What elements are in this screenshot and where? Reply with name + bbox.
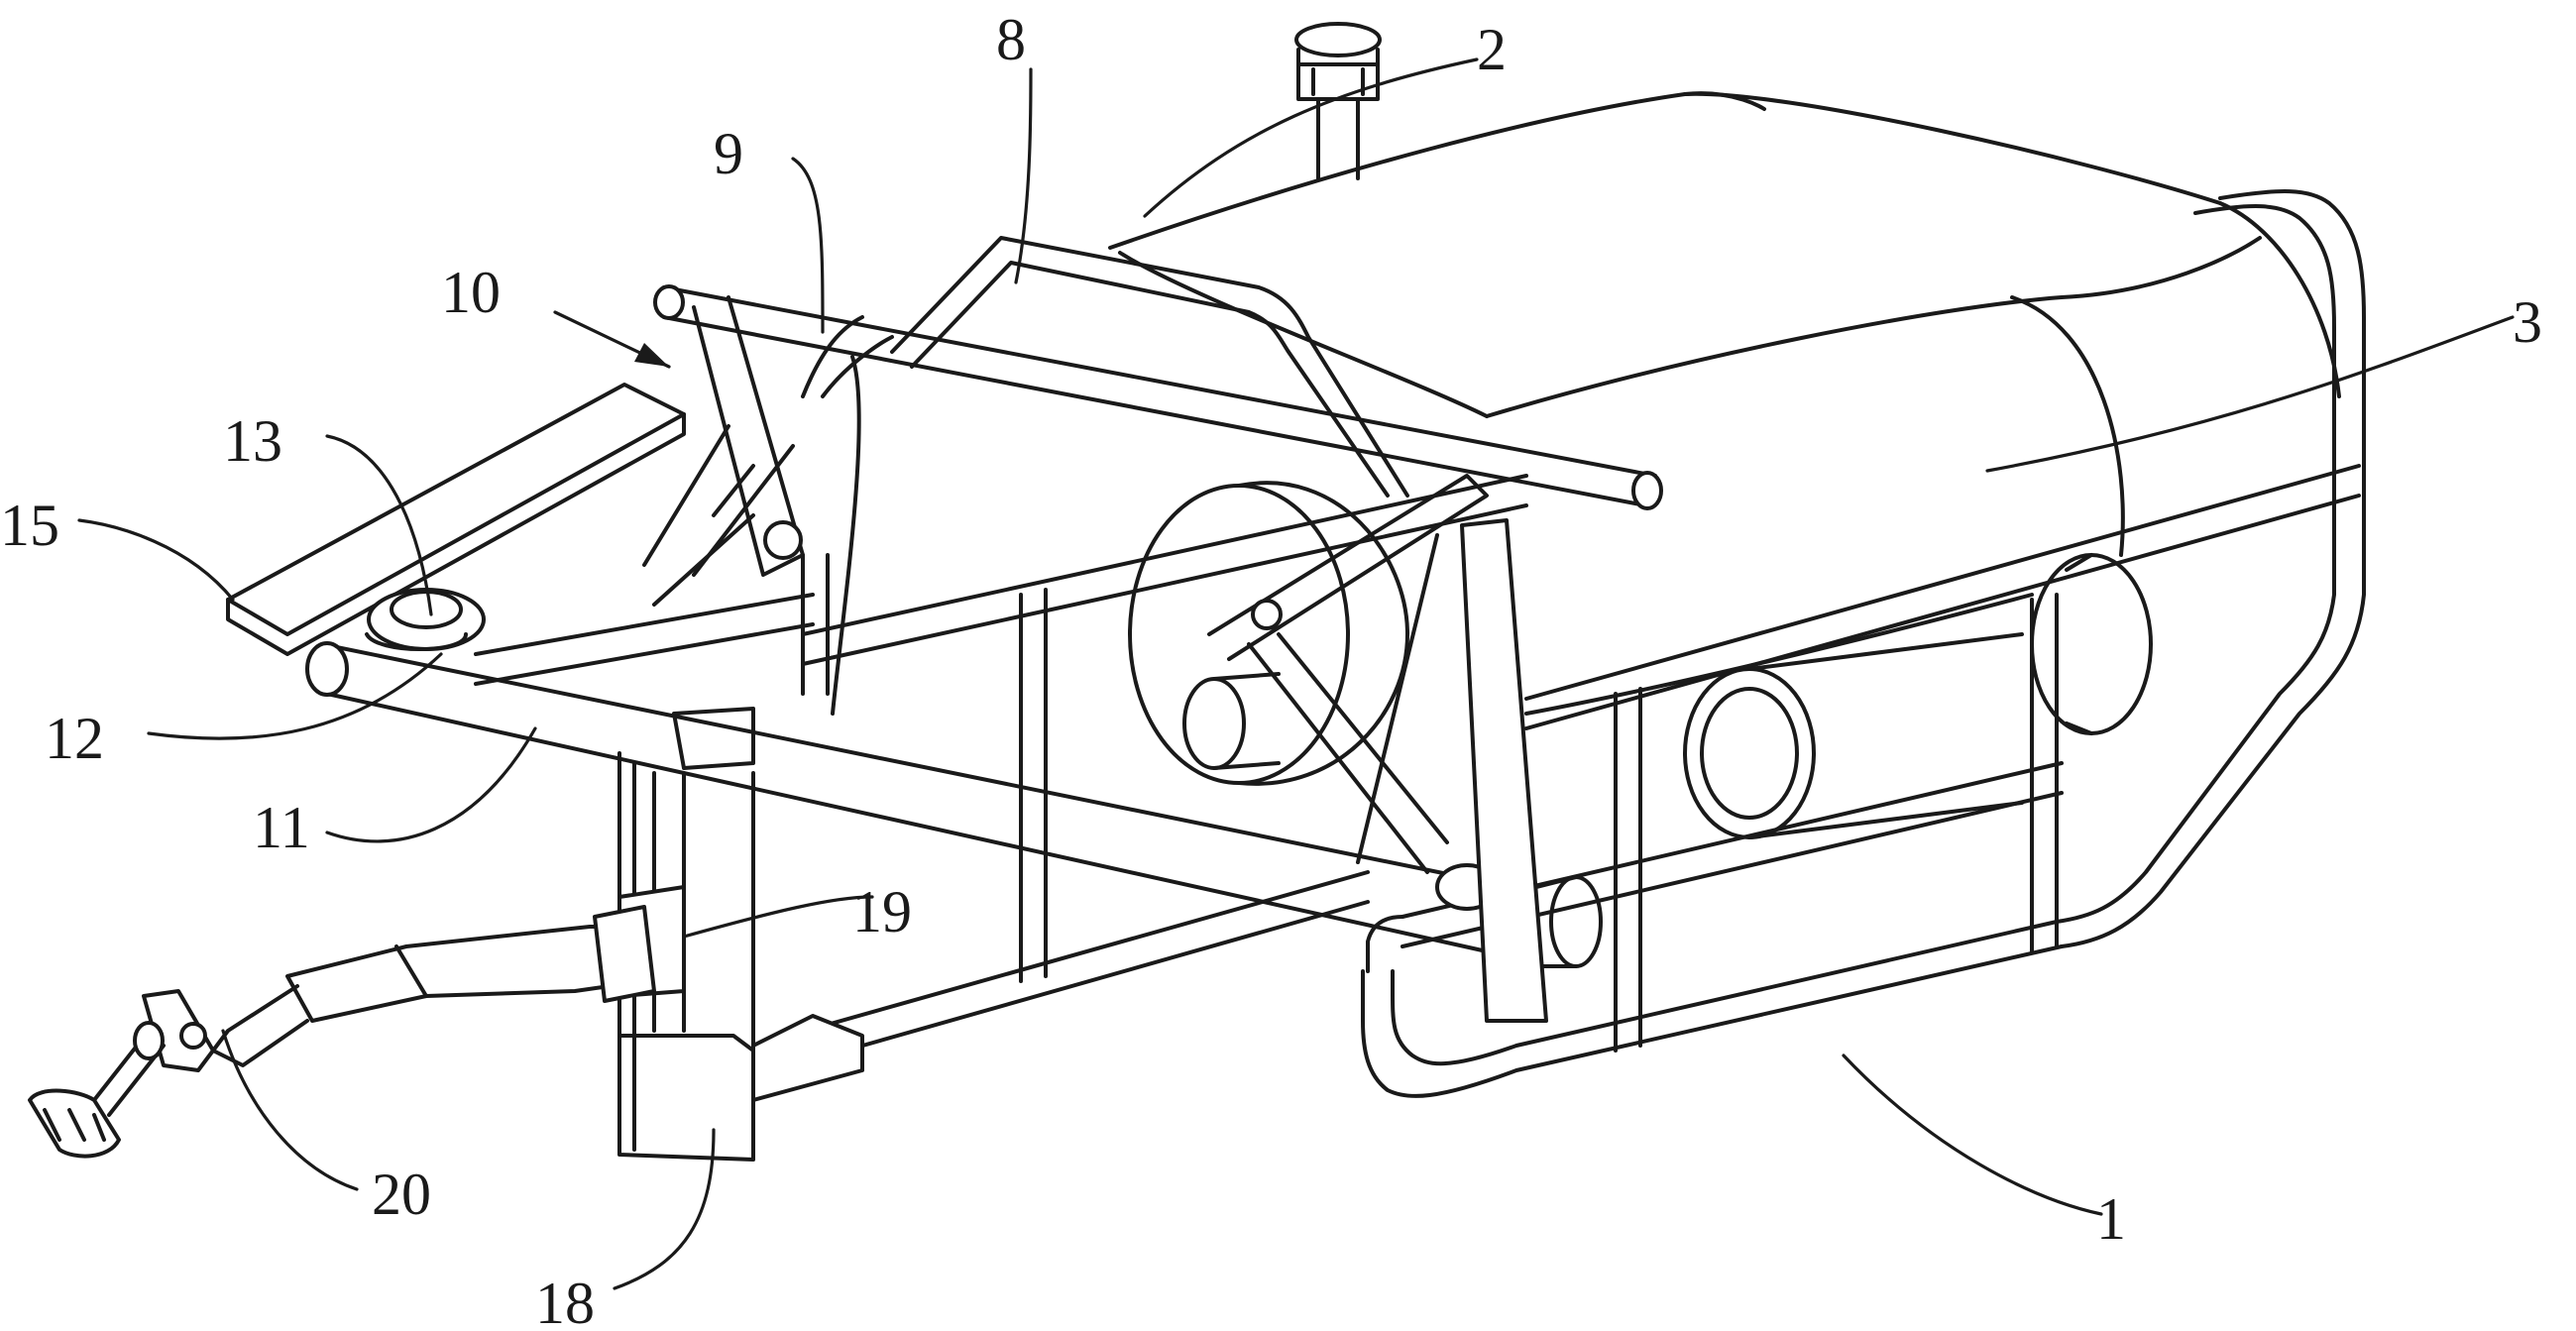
label-12: 12: [45, 706, 104, 771]
mast: [1294, 22, 1382, 180]
label-20: 20: [372, 1162, 431, 1227]
label-13: 13: [223, 408, 282, 474]
label-15: 15: [0, 493, 59, 558]
top-frame: [642, 236, 1663, 874]
solar-panel-assembly: [226, 383, 686, 656]
label-10: 10: [441, 260, 501, 325]
label-18: 18: [535, 1271, 595, 1331]
label-8: 8: [996, 7, 1026, 72]
leader-lines: [77, 57, 2515, 1290]
main-body: [831, 91, 2341, 716]
vertical-column: [617, 707, 864, 1162]
manipulator-arm: [28, 905, 656, 1159]
label-3: 3: [2513, 289, 2542, 355]
reference-labels: 1 2 3 8 9 10 11 12 13 15 18 19 20: [0, 7, 2542, 1331]
outer-frame: [751, 189, 2366, 1098]
label-2b: 2: [1477, 17, 1507, 82]
main-beam: [305, 513, 1548, 1023]
label-11: 11: [253, 795, 310, 860]
label-9: 9: [714, 121, 743, 186]
label-1: 1: [2096, 1186, 2126, 1252]
label-19: 19: [852, 879, 912, 944]
